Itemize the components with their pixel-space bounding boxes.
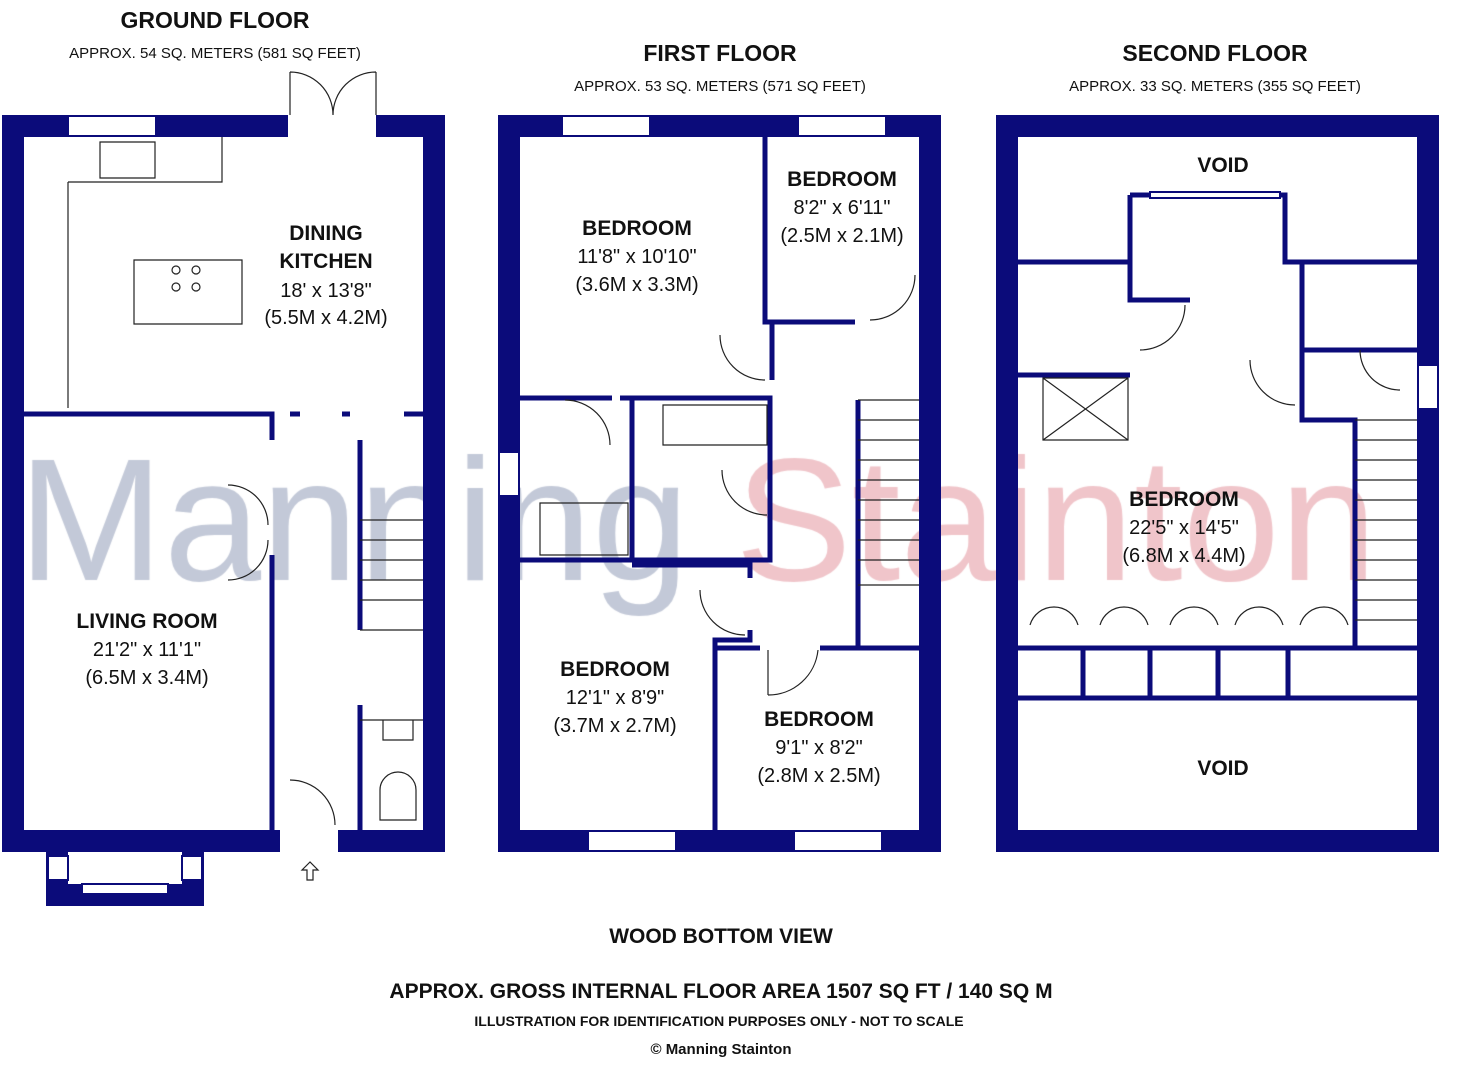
svg-text:DINING: DINING	[289, 222, 363, 245]
svg-text:BEDROOM: BEDROOM	[787, 168, 897, 191]
svg-text:BEDROOM: BEDROOM	[582, 217, 692, 240]
svg-text:LIVING ROOM: LIVING ROOM	[76, 610, 217, 633]
svg-text:22'5" x 14'5": 22'5" x 14'5"	[1129, 517, 1239, 539]
svg-text:8'2" x 6'11": 8'2" x 6'11"	[793, 197, 890, 219]
ground-floor-plan: GROUND FLOOR APPROX. 54 SQ. METERS (581 …	[2, 7, 445, 906]
svg-text:BEDROOM: BEDROOM	[560, 658, 670, 681]
svg-text:(2.8M x 2.5M): (2.8M x 2.5M)	[757, 765, 880, 787]
svg-text:(3.6M x 3.3M): (3.6M x 3.3M)	[575, 274, 698, 296]
svg-text:18' x 13'8": 18' x 13'8"	[280, 280, 371, 302]
room-living-room: LIVING ROOM 21'2" x 11'1" (6.5M x 3.4M)	[76, 610, 217, 689]
room-bedroom-2: BEDROOM 8'2" x 6'11" (2.5M x 2.1M)	[780, 168, 903, 247]
gross-area: APPROX. GROSS INTERNAL FLOOR AREA 1507 S…	[389, 980, 1052, 1003]
second-floor-area: APPROX. 33 SQ. METERS (355 SQ FEET)	[1069, 78, 1361, 95]
room-bedroom-3: BEDROOM 12'1" x 8'9" (3.7M x 2.7M)	[553, 658, 676, 737]
svg-text:BEDROOM: BEDROOM	[764, 708, 874, 731]
room-void-bottom: VOID	[1197, 757, 1248, 780]
room-bedroom-4: BEDROOM 9'1" x 8'2" (2.8M x 2.5M)	[757, 708, 880, 787]
svg-text:BEDROOM: BEDROOM	[1129, 488, 1239, 511]
ground-floor-title: GROUND FLOOR	[120, 7, 309, 33]
svg-text:21'2" x 11'1": 21'2" x 11'1"	[93, 639, 201, 661]
first-floor-title: FIRST FLOOR	[643, 40, 797, 66]
svg-text:11'8" x 10'10": 11'8" x 10'10"	[577, 246, 696, 268]
room-bedroom-1: BEDROOM 11'8" x 10'10" (3.6M x 3.3M)	[575, 217, 698, 296]
room-dining-kitchen: DINING KITCHEN 18' x 13'8" (5.5M x 4.2M)	[264, 222, 387, 329]
copyright: © Manning Stainton	[650, 1041, 791, 1058]
svg-text:KITCHEN: KITCHEN	[279, 250, 372, 273]
svg-text:(2.5M x 2.1M): (2.5M x 2.1M)	[780, 225, 903, 247]
room-bedroom-loft: BEDROOM 22'5" x 14'5" (6.8M x 4.4M)	[1122, 488, 1245, 567]
second-floor-plan: SECOND FLOOR APPROX. 33 SQ. METERS (355 …	[996, 40, 1439, 852]
room-void-top: VOID	[1197, 154, 1248, 177]
property-name: WOOD BOTTOM VIEW	[609, 925, 833, 948]
svg-text:12'1" x 8'9": 12'1" x 8'9"	[566, 687, 665, 709]
first-floor-plan: FIRST FLOOR APPROX. 53 SQ. METERS (571 S…	[498, 40, 941, 852]
svg-text:9'1" x 8'2": 9'1" x 8'2"	[775, 737, 862, 759]
svg-text:(6.5M x 3.4M): (6.5M x 3.4M)	[85, 667, 208, 689]
ground-floor-area: APPROX. 54 SQ. METERS (581 SQ FEET)	[69, 45, 361, 62]
svg-text:(6.8M x 4.4M): (6.8M x 4.4M)	[1122, 545, 1245, 567]
svg-text:(5.5M x 4.2M): (5.5M x 4.2M)	[264, 307, 387, 329]
svg-text:(3.7M x 2.7M): (3.7M x 2.7M)	[553, 715, 676, 737]
disclaimer: ILLUSTRATION FOR IDENTIFICATION PURPOSES…	[474, 1013, 963, 1029]
first-floor-area: APPROX. 53 SQ. METERS (571 SQ FEET)	[574, 78, 866, 95]
second-floor-title: SECOND FLOOR	[1122, 40, 1308, 66]
